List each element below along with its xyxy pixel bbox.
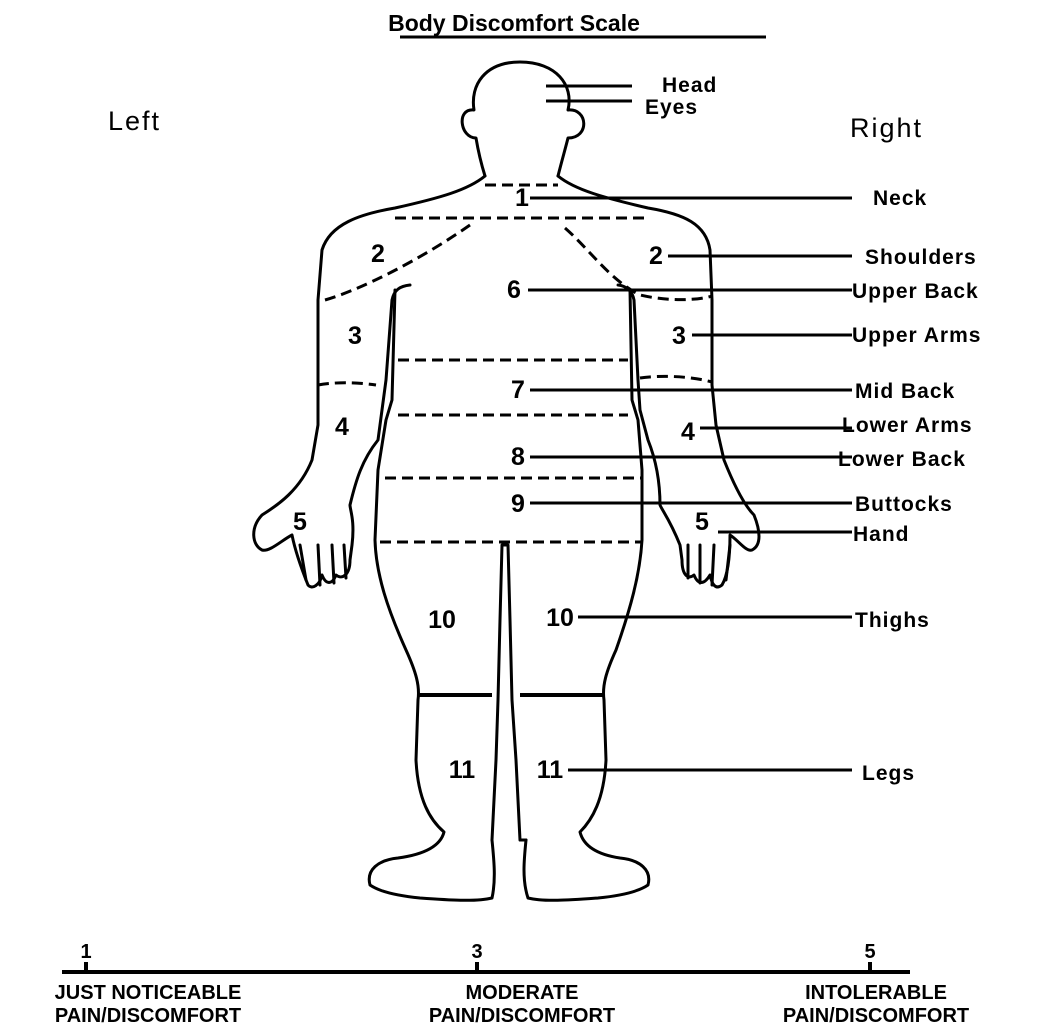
number-legs: 11	[537, 756, 564, 784]
number-neck: 1	[515, 184, 529, 212]
scale-tick-label-5: 5	[864, 941, 875, 963]
label-buttocks: Buttocks	[855, 493, 953, 516]
number-upper-back: 6	[507, 276, 521, 304]
label-legs: Legs	[862, 762, 915, 785]
right-side-label: Right	[850, 113, 923, 143]
left-number-hand: 5	[293, 508, 307, 536]
body-outline	[254, 62, 759, 900]
right-inner-arm-outline	[524, 290, 649, 900]
label-lower-back: Lower Back	[838, 448, 966, 471]
number-buttocks: 9	[511, 490, 525, 518]
diagram-title: Body Discomfort Scale	[388, 10, 640, 36]
left-inner-arm-outline	[369, 290, 494, 900]
scale-tick-label-3: 3	[471, 941, 482, 963]
left-elbow-divider	[318, 383, 376, 385]
left-number-leg: 11	[449, 756, 476, 784]
label-mid-back: Mid Back	[855, 380, 955, 403]
scale-label-5-line1: INTOLERABLE	[805, 982, 947, 1004]
number-shoulders: 2	[649, 242, 663, 270]
label-eyes: Eyes	[645, 96, 698, 119]
left-number-lower-arm: 4	[335, 413, 349, 441]
label-lower-arms: Lower Arms	[842, 414, 973, 437]
scale-label-5-line2: PAIN/DISCOMFORT	[783, 1005, 969, 1026]
left-side-label: Left	[108, 106, 161, 136]
left-number-upper-arm: 3	[348, 322, 362, 350]
number-hand: 5	[695, 508, 709, 536]
head-outline	[462, 62, 584, 176]
number-thighs: 10	[546, 604, 574, 632]
label-neck: Neck	[873, 187, 927, 210]
left-number-shoulder: 2	[371, 240, 385, 268]
scale-label-1-line1: JUST NOTICEABLE	[55, 982, 242, 1004]
scale-label-1-line2: PAIN/DISCOMFORT	[55, 1005, 241, 1026]
scale-label-3-line1: MODERATE	[466, 982, 579, 1004]
number-lower-arms: 4	[681, 418, 695, 446]
label-upper-back: Upper Back	[852, 280, 979, 303]
number-lower-back: 8	[511, 443, 525, 471]
scale-label-3-line2: PAIN/DISCOMFORT	[429, 1005, 615, 1026]
label-upper-arms: Upper Arms	[852, 324, 981, 347]
label-head: Head	[662, 74, 717, 97]
right-torso-outline	[558, 176, 759, 587]
number-mid-back: 7	[511, 376, 525, 404]
inner-leg-outline	[492, 545, 526, 840]
number-upper-arms: 3	[672, 322, 686, 350]
label-shoulders: Shoulders	[865, 246, 977, 269]
label-thighs: Thighs	[855, 609, 930, 632]
right-elbow-divider	[640, 376, 712, 382]
left-zone-numbers: 2 3 4 5 10 11	[293, 240, 475, 784]
scale-tick-label-1: 1	[80, 941, 91, 963]
left-number-thigh: 10	[428, 606, 456, 634]
label-hand: Hand	[853, 523, 910, 546]
discomfort-scale: 1 3 5 JUST NOTICEABLE PAIN/DISCOMFORT MO…	[55, 941, 969, 1026]
